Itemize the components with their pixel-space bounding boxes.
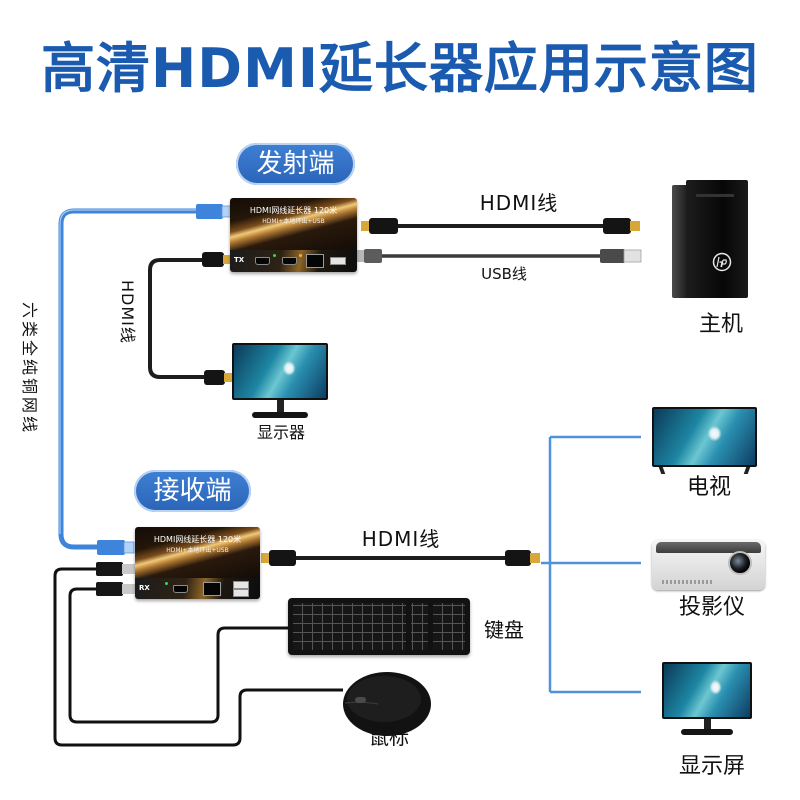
- tx-usb-port: [330, 257, 346, 265]
- mouse-cable: [53, 567, 343, 747]
- rx-extender-top: HDMI网线延长器 120米 HDMI+本地环出+USB: [135, 527, 260, 578]
- local-monitor-screen: [232, 343, 328, 400]
- rx-device-features: HDMI+本地环出+USB: [166, 547, 229, 554]
- keyboard-keys: [293, 603, 465, 650]
- rx-extender-front: RX: [135, 578, 260, 599]
- projector-lens: [728, 551, 752, 575]
- rx-led: [165, 582, 168, 585]
- rx-rj45-port: [203, 582, 221, 596]
- host-computer: [672, 180, 748, 298]
- display-neck: [704, 719, 711, 729]
- display-base: [681, 729, 733, 735]
- host-label: 主机: [698, 312, 743, 337]
- host-usb-a-plug: [600, 249, 642, 263]
- network-cable-highlight: [59, 209, 201, 534]
- output-branch-lines: [541, 435, 641, 694]
- rx-usb-port-upper: [233, 581, 249, 589]
- rx-usb-port-lower: [233, 589, 249, 597]
- keyboard-gap-2: [428, 603, 433, 650]
- rx-usb-plug-lower: [96, 582, 135, 596]
- rx-hdmi-out-port: [173, 585, 188, 593]
- tx-device-features: HDMI+本地环出+USB: [262, 218, 325, 225]
- rx-usb-plug-upper: [96, 562, 135, 576]
- tx-hdmi-in-port: [255, 257, 270, 265]
- rx-rj45-plug: [97, 540, 135, 555]
- transmitter-badge: 发射端: [236, 143, 355, 185]
- tx-hdmi-loop-port: [282, 257, 297, 265]
- host-drive-slot: [696, 194, 734, 197]
- keyboard-label: 键盘: [484, 618, 524, 642]
- display-label: 显示屏: [678, 754, 745, 779]
- tx-loop-hdmi-plug: [202, 252, 231, 267]
- projector-label: 投影仪: [678, 595, 745, 620]
- projector: [652, 540, 765, 590]
- tx-hdmi-plug-left: [361, 218, 398, 234]
- tx-hdmi-cable-label: HDMI线: [479, 191, 559, 215]
- local-monitor: [232, 343, 328, 419]
- tx-usb-b-plug: [357, 249, 382, 263]
- tv-screen: [652, 407, 757, 467]
- tx-tag: TX: [234, 256, 245, 264]
- host-hdmi-plug: [603, 218, 640, 234]
- rx-hdmi-cable-label: HDMI线: [361, 527, 441, 551]
- tx-led-amber: [299, 254, 302, 257]
- tx-hdmi-loop-cable: [148, 258, 206, 379]
- keyboard-gap-1: [406, 603, 411, 650]
- tx-extender-front: TX: [230, 250, 357, 272]
- tx-device-name: HDMI网线延长器 120米: [249, 206, 338, 215]
- display-panel: [662, 662, 752, 719]
- keyboard: [288, 598, 470, 655]
- tv-foot-right: [743, 467, 751, 474]
- local-monitor-base: [252, 412, 308, 418]
- monitor-hdmi-plug: [204, 370, 232, 385]
- rx-hdmi-plug-right: [505, 550, 540, 566]
- rx-hdmi-plug-left: [261, 550, 296, 566]
- tx-extender: HDMI网线延长器 120米 HDMI+本地环出+USB TX: [230, 198, 357, 272]
- network-cable-label: 六类全纯铜网线: [20, 302, 39, 436]
- rx-extender: HDMI网线延长器 120米 HDMI+本地环出+USB RX: [135, 527, 260, 599]
- tx-loop-hdmi-cable-label: HDMI线: [118, 280, 137, 344]
- mouse-label: 鼠标: [369, 725, 409, 749]
- tv-label: 电视: [686, 475, 731, 500]
- display-screen: [662, 662, 752, 736]
- rx-device-name: HDMI网线延长器 120米: [153, 535, 242, 544]
- diagram-title: 高清HDMI延长器应用示意图: [41, 37, 759, 100]
- projector-vent: [662, 580, 712, 584]
- keyboard-cable: [68, 587, 289, 724]
- tx-rj45-port: [306, 254, 324, 268]
- host-side-panel: [672, 185, 688, 298]
- projector-top-panel: [656, 542, 761, 553]
- tv-foot-left: [658, 467, 666, 474]
- local-monitor-neck: [277, 400, 284, 412]
- local-monitor-label: 显示器: [256, 423, 305, 442]
- tx-usb-cable-label: USB线: [481, 265, 527, 283]
- tx-led: [273, 254, 276, 257]
- tx-extender-top: HDMI网线延长器 120米 HDMI+本地环出+USB: [230, 198, 357, 250]
- rx-tag: RX: [139, 584, 150, 592]
- tv: [652, 407, 757, 475]
- receiver-badge: 接收端: [134, 470, 251, 512]
- network-cable: [58, 208, 204, 550]
- mouse: [343, 672, 431, 736]
- tx-rj45-plug: [196, 204, 232, 219]
- hp-logo-icon: [712, 252, 732, 272]
- host-front-panel: [686, 180, 748, 298]
